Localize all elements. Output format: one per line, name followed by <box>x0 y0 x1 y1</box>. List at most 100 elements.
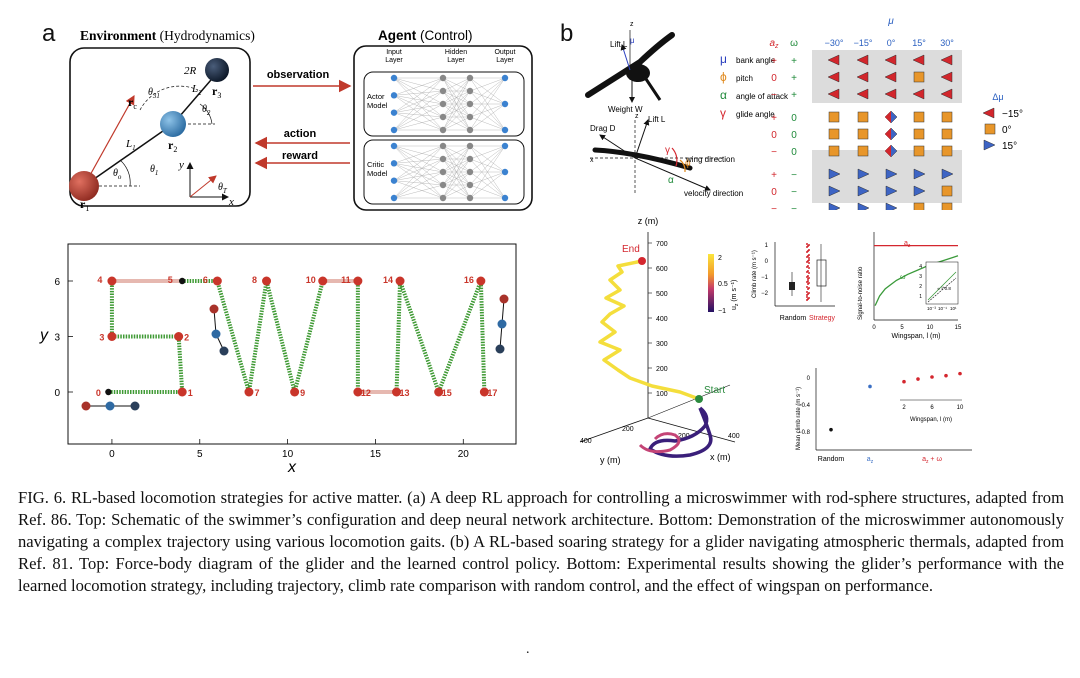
policy-az-value: − <box>771 147 777 158</box>
swim-waypoint <box>107 276 117 286</box>
policy-cell-straight <box>857 145 869 157</box>
swim-waypoint-label: 17 <box>487 388 497 398</box>
legend-symbol: γ <box>720 106 726 120</box>
snr-x-tick: 5 <box>900 325 904 331</box>
swim-waypoint <box>395 276 405 286</box>
svg-text:2R: 2R <box>184 65 197 77</box>
policy-cell-left <box>912 54 925 66</box>
svg-text:3: 3 <box>919 274 922 280</box>
climb-inset-tick: 10 <box>957 405 964 411</box>
svg-text:x: x <box>590 157 594 164</box>
swim-waypoint <box>476 276 486 286</box>
agent-box <box>353 45 533 211</box>
actor-network-box <box>363 71 525 137</box>
policy-cell-right <box>913 185 926 197</box>
nn-neuron <box>466 168 474 176</box>
policy-cell-straight <box>913 111 925 123</box>
swim-waypoint <box>244 387 254 397</box>
panel-a-label: a <box>42 20 56 47</box>
policy-cell-straight <box>913 71 925 83</box>
swim-path-line <box>108 279 487 394</box>
dmu-value: 0° <box>1002 125 1012 136</box>
policy-cell-left <box>856 71 869 83</box>
panel-a-schematic: Environment (Hydrodynamics) r1 r2 r3 rc … <box>69 28 533 213</box>
swim-x-tick: 15 <box>370 449 382 460</box>
nn-neuron <box>501 74 509 82</box>
nn-neuron <box>439 74 447 82</box>
svg-text:10¹: 10¹ <box>950 306 957 311</box>
env-title: Environment (Hydrodynamics) <box>80 28 255 43</box>
swim-waypoint-label: 14 <box>383 275 393 285</box>
swim-y-tick: 0 <box>54 388 60 399</box>
policy-cell-right <box>941 168 954 180</box>
policy-cell-right <box>828 168 841 180</box>
nn-header-1: Layer <box>447 57 465 64</box>
policy-cell-straight <box>941 145 953 157</box>
nn-neuron <box>466 181 474 189</box>
policy-omega-header: ω <box>790 38 798 49</box>
swim-waypoint <box>262 276 272 286</box>
svg-text:2: 2 <box>718 255 722 262</box>
swim-x-tick: 0 <box>109 449 115 460</box>
policy-cell-straight <box>828 145 840 157</box>
svg-text:200: 200 <box>678 433 690 440</box>
swim-waypoint-label: 4 <box>97 275 102 285</box>
swim-waypoint <box>290 387 300 397</box>
policy-az-value: − <box>771 204 777 210</box>
svg-text:10⁻¹: 10⁻¹ <box>938 306 947 311</box>
policy-cell-left <box>827 71 840 83</box>
svg-text:Wingspan, l (m): Wingspan, l (m) <box>910 417 952 423</box>
policy-cell-right <box>885 185 898 197</box>
swim-x-label: x <box>287 459 297 476</box>
legend-symbol: ϕ <box>720 70 727 84</box>
policy-cell-right <box>857 202 870 210</box>
swim-waypoint-label: 15 <box>442 388 452 398</box>
svg-text:Drag D: Drag D <box>590 124 616 133</box>
policy-cell-left <box>940 88 953 100</box>
policy-cell-left <box>884 54 897 66</box>
svg-text:0: 0 <box>765 259 769 265</box>
snr-x-tick: 10 <box>927 325 934 331</box>
nn-neuron <box>390 126 398 134</box>
swimmer-vertical-right <box>495 294 509 354</box>
policy-az-value: 0 <box>771 73 777 84</box>
policy-az-header: az <box>769 38 779 50</box>
page-footer-dot: . <box>526 642 530 657</box>
nn-neuron <box>390 74 398 82</box>
swimmer-horizontal <box>81 401 140 411</box>
nn-neuron <box>501 194 509 202</box>
uz-colorbar <box>708 254 714 312</box>
nn-neuron <box>501 100 509 108</box>
nn-neuron <box>466 194 474 202</box>
nn-neuron <box>439 155 447 163</box>
svg-text:−1: −1 <box>718 308 726 315</box>
svg-text:θ31: θ31 <box>148 87 160 100</box>
svg-text:y: y <box>178 159 184 171</box>
policy-omega-value: + <box>791 90 797 101</box>
x-axis-label: x (m) <box>710 452 731 462</box>
nn-neuron <box>439 142 447 150</box>
climb-rate-boxplot: 1 0 −1 −2 Climb rate (m s⁻¹) Random Stra… <box>752 242 836 322</box>
nn-neuron <box>390 92 398 99</box>
svg-text:θ2: θ2 <box>202 104 211 117</box>
svg-text:az + ω: az + ω <box>922 456 942 465</box>
climb-point-az <box>868 384 872 389</box>
policy-cell-left <box>940 71 953 83</box>
policy-az-value: + <box>771 113 777 124</box>
environment-box <box>69 47 251 207</box>
observation-label: observation <box>267 69 330 81</box>
nn-neuron <box>466 87 474 95</box>
swim-plot-frame <box>67 243 517 445</box>
swimmer-sphere-2 <box>160 111 186 137</box>
swim-waypoint <box>318 276 328 286</box>
policy-mu-value: −15° <box>854 38 873 48</box>
agent-title: Agent (Control) <box>378 28 473 43</box>
policy-omega-value: − <box>791 170 797 181</box>
svg-text:∝ l^0.8: ∝ l^0.8 <box>937 286 951 291</box>
nn-neuron <box>390 109 398 116</box>
z-axis-label: z (m) <box>638 216 659 226</box>
policy-cell-right <box>885 202 898 210</box>
